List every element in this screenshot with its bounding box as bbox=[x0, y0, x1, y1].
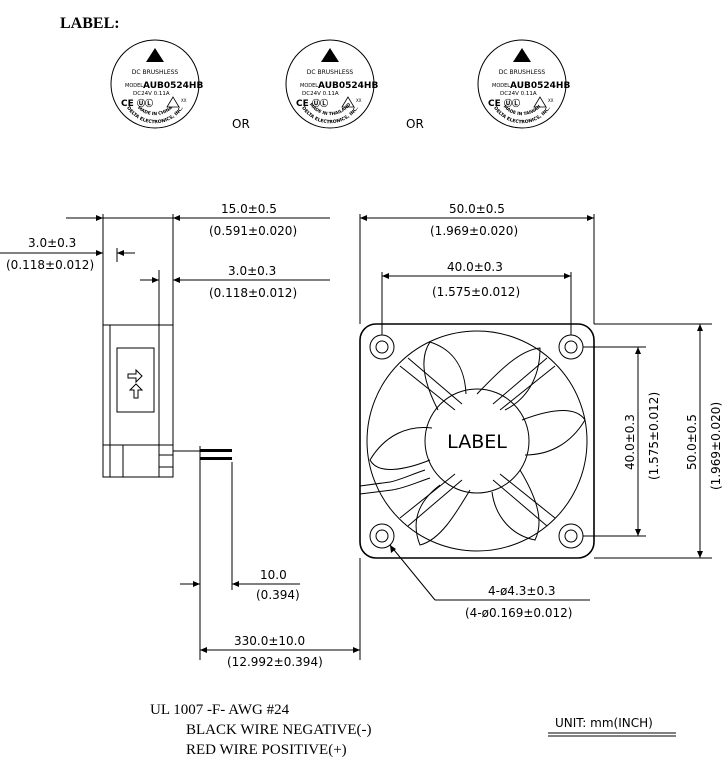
label-model-prefix: MODEL bbox=[125, 83, 143, 89]
label-line1: DC BRUSHLESS bbox=[307, 69, 354, 76]
dim-height-mm: 50.0±0.5 bbox=[685, 414, 699, 470]
svg-text:CE: CE bbox=[296, 99, 309, 109]
callout-mounting-holes: 4-ø4.3±0.3 (4-ø0.169±0.012) bbox=[389, 544, 590, 620]
mounting-hole bbox=[558, 523, 584, 549]
delta-logo-icon bbox=[146, 48, 164, 62]
label-model: AUB0524HB bbox=[143, 81, 203, 91]
wire-channel bbox=[359, 477, 431, 495]
unit-label: UNIT: mm(INCH) bbox=[555, 716, 653, 730]
certification-marks-icon: CE ⓊⓁ XX bbox=[121, 96, 187, 109]
dimension-flange-right: 3.0±0.3 (0.118±0.012) bbox=[140, 264, 330, 300]
wire-stub bbox=[173, 446, 232, 462]
svg-text:XX: XX bbox=[181, 98, 187, 103]
dimension-flange-left: 3.0±0.3 (0.118±0.012) bbox=[0, 236, 135, 272]
label-line1: DC BRUSHLESS bbox=[132, 69, 179, 76]
label-model: AUB0524HB bbox=[318, 81, 378, 91]
fan-front-view: LABEL bbox=[359, 323, 595, 559]
dim-wire-strip-inch: (0.394) bbox=[256, 588, 300, 602]
or-separator-1: OR bbox=[232, 117, 250, 131]
svg-text:XX: XX bbox=[548, 98, 554, 103]
dimension-hole-spacing-v: 40.0±0.3 (1.575±0.012) bbox=[623, 347, 661, 536]
dimension-width: 50.0±0.5 (1.969±0.020) bbox=[360, 202, 594, 238]
svg-text:CE: CE bbox=[121, 99, 134, 109]
dim-hole-h-inch: (1.575±0.012) bbox=[432, 285, 520, 299]
dimension-wire-length: 330.0±10.0 (12.992±0.394) bbox=[200, 634, 360, 669]
certification-marks-icon: CE ⓊⓁ XX bbox=[296, 96, 362, 109]
mounting-hole bbox=[369, 523, 395, 549]
dim-flange-right-inch: (0.118±0.012) bbox=[209, 286, 297, 300]
dim-hole-h-mm: 40.0±0.3 bbox=[447, 260, 503, 274]
certification-marks-icon: CE ⓊⓁ XX bbox=[488, 96, 554, 109]
fan-blades bbox=[369, 341, 586, 546]
dim-depth-mm: 15.0±0.5 bbox=[221, 202, 277, 216]
delta-logo-icon bbox=[321, 48, 339, 62]
note-red-wire: RED WIRE POSITIVE(+) bbox=[186, 742, 347, 758]
label-rating: DC24V 0.11A bbox=[133, 91, 170, 97]
fan-side-view bbox=[102, 324, 232, 478]
dimension-height: 50.0±0.5 (1.969±0.020) bbox=[685, 324, 723, 558]
dim-flange-left-inch: (0.118±0.012) bbox=[6, 258, 94, 272]
dim-holes-mm: 4-ø4.3±0.3 bbox=[488, 584, 556, 598]
or-separator-2: OR bbox=[406, 117, 424, 131]
hub-label: LABEL bbox=[447, 431, 507, 453]
label-model: AUB0524HB bbox=[510, 81, 570, 91]
dimension-wire-strip: 10.0 (0.394) bbox=[180, 462, 300, 660]
label-variant-2: DC BRUSHLESS MODEL AUB0524HB DC24V 0.11A… bbox=[285, 39, 378, 129]
label-rating: DC24V 0.11A bbox=[302, 91, 339, 97]
svg-text:ⓊⓁ: ⓊⓁ bbox=[137, 98, 153, 108]
label-variant-3: DC BRUSHLESS MODEL AUB0524HB DC24V 0.11A… bbox=[477, 39, 570, 129]
label-model-prefix: MODEL bbox=[492, 83, 510, 89]
note-black-wire: BLACK WIRE NEGATIVE(-) bbox=[186, 722, 372, 738]
dim-depth-inch: (0.591±0.020) bbox=[209, 224, 297, 238]
dim-flange-left-mm: 3.0±0.3 bbox=[28, 236, 76, 250]
dim-hole-v-mm: 40.0±0.3 bbox=[623, 414, 637, 470]
frame-struts bbox=[399, 357, 556, 527]
dim-wire-length-inch: (12.992±0.394) bbox=[227, 655, 323, 669]
svg-text:CE: CE bbox=[488, 99, 501, 109]
svg-text:ⓊⓁ: ⓊⓁ bbox=[504, 98, 520, 108]
mounting-hole bbox=[369, 334, 395, 360]
fan-opening bbox=[366, 330, 588, 552]
dim-width-mm: 50.0±0.5 bbox=[449, 202, 505, 216]
airflow-arrow-icon bbox=[127, 368, 144, 399]
note-wire-spec: UL 1007 -F- AWG #24 bbox=[150, 702, 290, 718]
dim-flange-right-mm: 3.0±0.3 bbox=[228, 264, 276, 278]
dim-holes-inch: (4-ø0.169±0.012) bbox=[465, 606, 572, 620]
dimension-hole-spacing-h: 40.0±0.3 (1.575±0.012) bbox=[382, 260, 571, 299]
label-rating: DC24V 0.11A bbox=[500, 91, 537, 97]
svg-text:ⓊⓁ: ⓊⓁ bbox=[312, 98, 328, 108]
label-heading: LABEL: bbox=[60, 15, 120, 32]
label-model-prefix: MODEL bbox=[300, 83, 318, 89]
dim-wire-length-mm: 330.0±10.0 bbox=[234, 634, 305, 648]
dim-hole-v-inch: (1.575±0.012) bbox=[647, 392, 661, 480]
dimension-depth: 15.0±0.5 (0.591±0.020) bbox=[66, 202, 330, 238]
label-variant-1: DC BRUSHLESS MODEL AUB0524HB DC24V 0.11A… bbox=[110, 39, 203, 129]
wire-channel bbox=[359, 469, 426, 487]
dim-height-inch: (1.969±0.020) bbox=[709, 402, 723, 490]
dim-width-inch: (1.969±0.020) bbox=[430, 224, 518, 238]
dim-wire-strip-mm: 10.0 bbox=[260, 568, 287, 582]
svg-text:XX: XX bbox=[356, 98, 362, 103]
mounting-hole bbox=[558, 334, 584, 360]
label-line1: DC BRUSHLESS bbox=[499, 69, 546, 76]
delta-logo-icon bbox=[513, 48, 531, 62]
fan-hub bbox=[424, 388, 530, 494]
